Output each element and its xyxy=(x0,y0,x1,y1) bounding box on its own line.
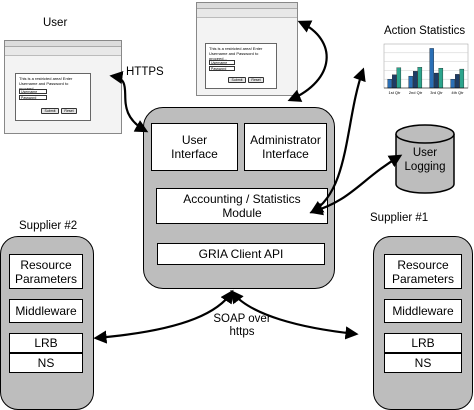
admin-login-message: This is a restricted area! Enter Usernam… xyxy=(209,46,263,61)
chart-category-label: 3rd Qtr xyxy=(430,90,443,95)
action-statistics-chart: 1st Qtr 2nd Qtr 3rd Qtr 4th Qtr xyxy=(383,43,469,95)
supplier1-lrb: LRB xyxy=(384,333,462,353)
chart-category-label: 2nd Qtr xyxy=(409,90,423,95)
supplier2-label: Supplier #2 xyxy=(19,220,78,232)
user-interface-box: User Interface xyxy=(151,123,238,171)
chart-category-label: 4th Qtr xyxy=(451,90,464,95)
soap-to-supplier2-arrow xyxy=(93,289,234,344)
user-logging-label: User Logging xyxy=(404,147,446,173)
user-label: User xyxy=(43,17,68,29)
reset-button[interactable]: Reset xyxy=(61,108,77,114)
password-field[interactable]: Password xyxy=(19,95,47,100)
soap-to-supplier1-arrow xyxy=(230,289,359,340)
action-statistics-label: Action Statistics xyxy=(384,25,466,37)
user-to-ui-arrow xyxy=(109,70,149,133)
admin-submit-button[interactable]: Submit xyxy=(228,77,246,83)
admin-username-field[interactable]: Username xyxy=(209,60,235,65)
submit-button[interactable]: Submit xyxy=(41,108,59,114)
admin-to-interface-arrow xyxy=(287,20,328,102)
supplier1-resource-parameters: Resource Parameters xyxy=(384,254,462,289)
gria-client-api-box: GRIA Client API xyxy=(157,243,325,265)
admin-password-field[interactable]: Password xyxy=(209,66,235,71)
username-field[interactable]: Username xyxy=(19,89,47,94)
admin-browser-screenshot: This is a restricted area! Enter Usernam… xyxy=(196,2,298,96)
supplier2-resource-parameters: Resource Parameters xyxy=(9,254,83,289)
accounting-statistics-module: Accounting / Statistics Module xyxy=(156,188,328,224)
supplier1-middleware: Middleware xyxy=(384,299,462,323)
login-message: This is a restricted area! Enter Usernam… xyxy=(19,76,73,91)
supplier2-ns: NS xyxy=(9,353,83,373)
supplier2-lrb: LRB xyxy=(9,333,83,353)
logging-to-accounting-arrow xyxy=(309,154,403,216)
supplier2-middleware: Middleware xyxy=(9,299,83,323)
admin-reset-button[interactable]: Reset xyxy=(248,77,264,83)
user-logging-database xyxy=(395,124,455,194)
stats-to-accounting-arrow xyxy=(309,67,366,214)
chart-category-label: 1st Qtr xyxy=(388,90,401,95)
user-browser-screenshot: This is a restricted area! Enter Usernam… xyxy=(4,40,122,134)
supplier1-ns: NS xyxy=(384,353,462,373)
